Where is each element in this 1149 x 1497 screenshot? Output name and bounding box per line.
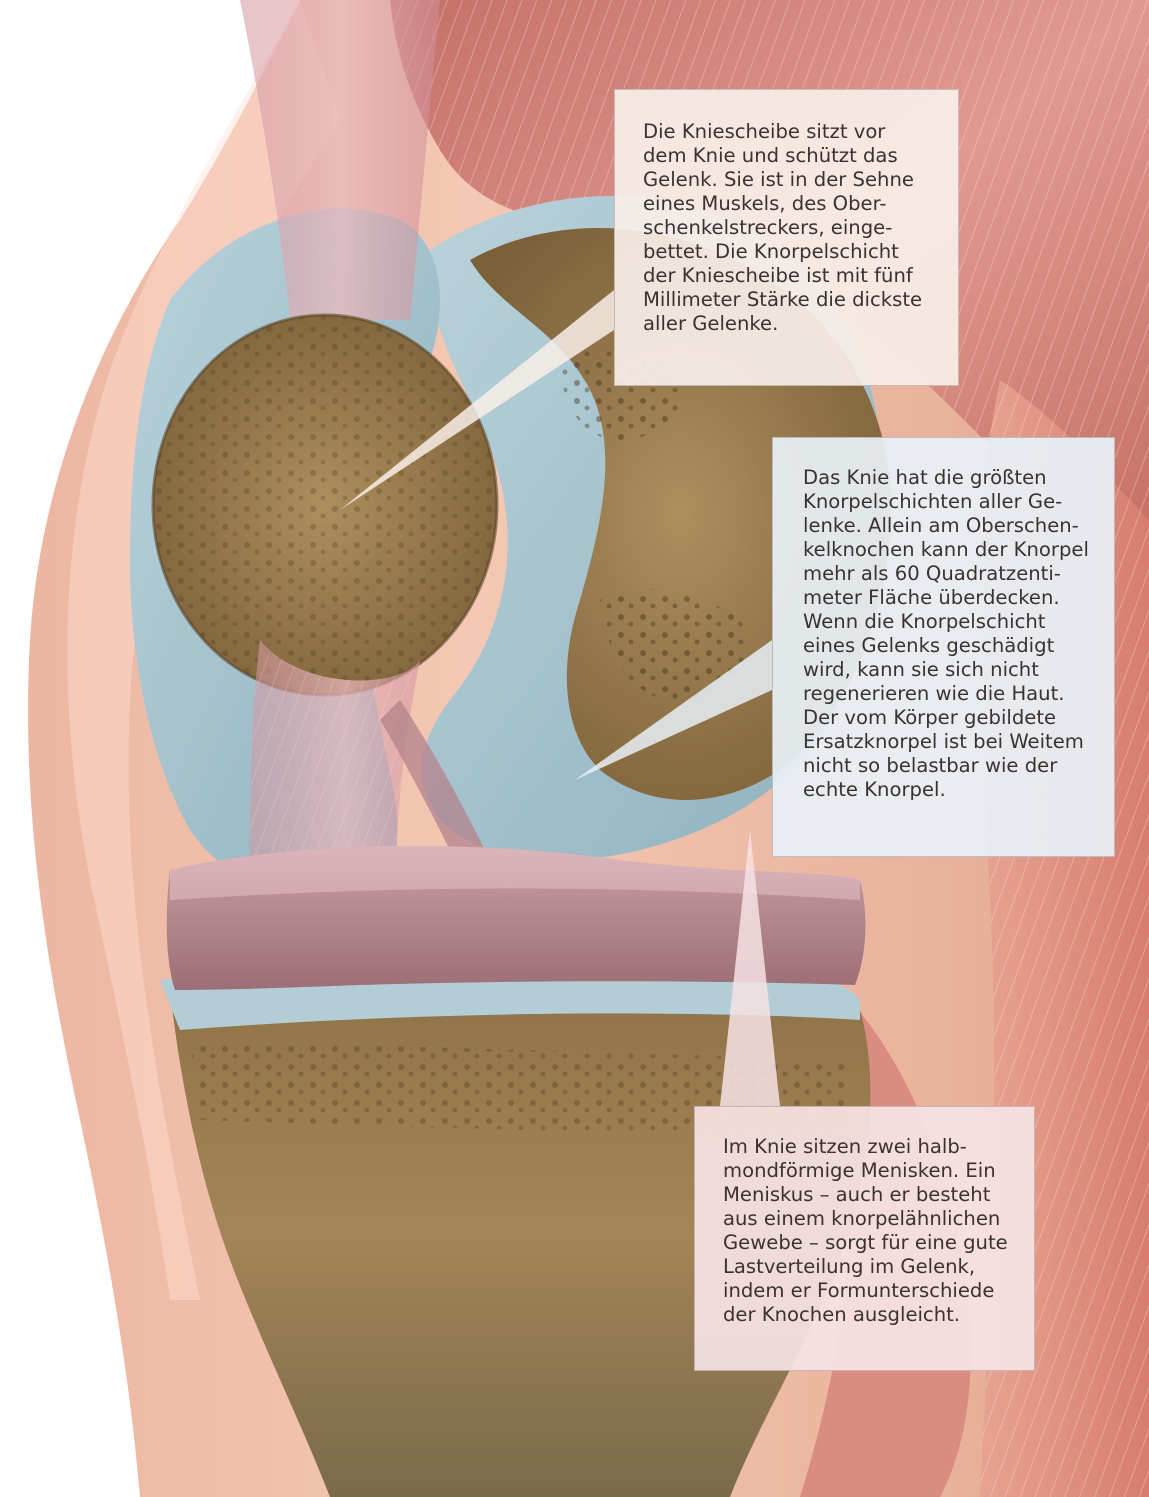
callout-line: Knorpelschichten aller Ge- (803, 490, 1114, 514)
callout-line: nicht so belastbar wie der (803, 754, 1114, 778)
callout-line: kelknochen kann der Knorpel (803, 538, 1114, 562)
callout-line: Gelenk. Sie ist in der Sehne (643, 168, 958, 192)
callout-line: indem er Formunterschiede (723, 1279, 1034, 1303)
callout-line: eines Gelenks geschädigt (803, 634, 1114, 658)
callout-line: dem Knie und schützt das (643, 144, 958, 168)
callout-line: schenkelstreckers, einge- (643, 216, 958, 240)
callout-line: lenke. Allein am Oberschen- (803, 514, 1114, 538)
callout-line: Im Knie sitzen zwei halb- (723, 1135, 1034, 1159)
callout-knorpel: Das Knie hat die größten Knorpelschichte… (772, 437, 1115, 857)
callout-line: Ersatzknorpel ist bei Weitem (803, 730, 1114, 754)
callout-line: der Knochen ausgleicht. (723, 1303, 1034, 1327)
callout-line: Wenn die Knorpelschicht (803, 610, 1114, 634)
callout-menisken: Im Knie sitzen zwei halb- mondförmige Me… (694, 1106, 1035, 1371)
callout-line: Die Kniescheibe sitzt vor (643, 120, 958, 144)
callout-kniescheibe: Die Kniescheibe sitzt vor dem Knie und s… (614, 89, 959, 386)
callout-line: echte Knorpel. (803, 778, 1114, 802)
callout-line: eines Muskels, des Ober- (643, 192, 958, 216)
callout-line: Lastverteilung im Gelenk, (723, 1255, 1034, 1279)
callout-line: aller Gelenke. (643, 312, 958, 336)
callout-line: wird, kann sie sich nicht (803, 658, 1114, 682)
callout-line: Meniskus – auch er besteht (723, 1183, 1034, 1207)
callout-line: meter Fläche überdecken. (803, 586, 1114, 610)
callout-line: mehr als 60 Quadratzenti- (803, 562, 1114, 586)
callout-line: aus einem knorpelähnlichen (723, 1207, 1034, 1231)
callout-line: Millimeter Stärke die dickste (643, 288, 958, 312)
callout-line: der Kniescheibe ist mit fünf (643, 264, 958, 288)
callout-line: Das Knie hat die größten (803, 466, 1114, 490)
callout-line: bettet. Die Knorpelschicht (643, 240, 958, 264)
callout-line: regenerieren wie die Haut. (803, 682, 1114, 706)
callout-line: Der vom Körper gebildete (803, 706, 1114, 730)
callout-line: mondförmige Menisken. Ein (723, 1159, 1034, 1183)
callout-line: Gewebe – sorgt für eine gute (723, 1231, 1034, 1255)
